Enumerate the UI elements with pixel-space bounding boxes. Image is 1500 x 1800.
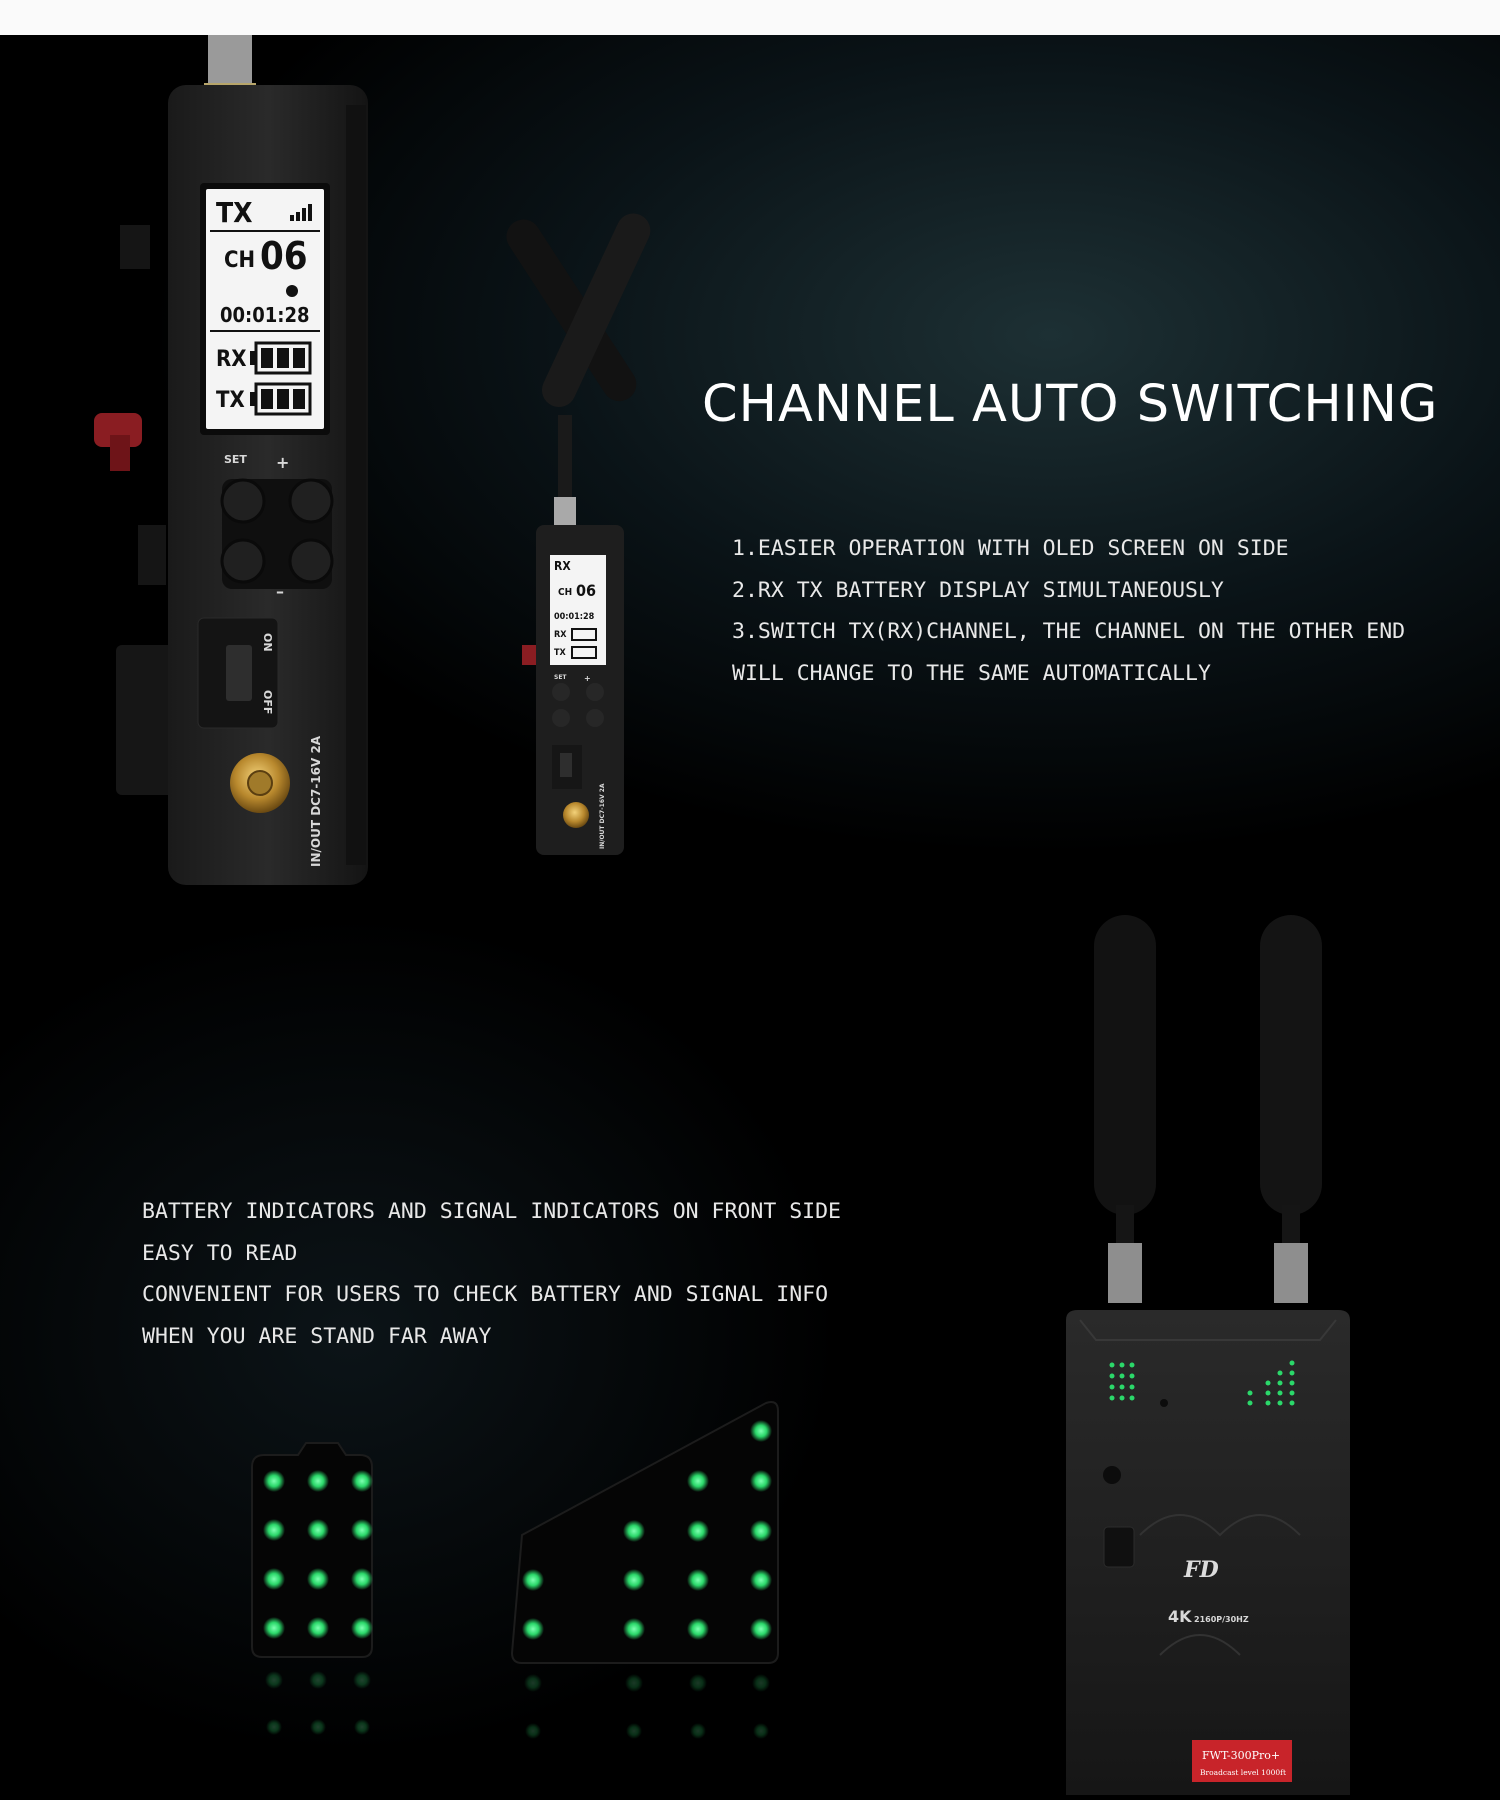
antenna-connector xyxy=(208,35,252,90)
switch-off-label: OFF xyxy=(261,690,274,714)
oled-channel-prefix: CH xyxy=(224,248,255,273)
rx-oled-timer: 00:01:28 xyxy=(554,612,595,622)
rx-power-spec-label: IN/OUT DC7-16V 2A xyxy=(599,783,606,849)
brand-logo: FD xyxy=(1183,1557,1219,1583)
feature-item: WILL CHANGE TO THE SAME AUTOMATICALLY xyxy=(732,660,1211,686)
signal-led-grid xyxy=(522,1420,772,1640)
section-title: CHANNEL AUTO SWITCHING xyxy=(702,375,1439,434)
model-name: FWT-300Pro+ xyxy=(1202,1749,1280,1762)
mount-hole xyxy=(1103,1466,1121,1484)
power-spec-label: IN/OUT DC7-16V 2A xyxy=(309,735,323,867)
signal-led-panel xyxy=(510,1401,779,1664)
battery-led-panel xyxy=(251,1442,373,1658)
battery-led-grid xyxy=(263,1470,373,1639)
indicator-line: CONVENIENT FOR USERS TO CHECK BATTERY AN… xyxy=(142,1282,829,1307)
model-subtitle: Broadcast level 1000ft xyxy=(1200,1768,1286,1777)
rx-oled-channel-number: 06 xyxy=(576,581,596,600)
oled-mode: TX xyxy=(216,196,253,229)
rx-oled-channel-prefix: CH xyxy=(558,587,572,598)
rx-power-connector[interactable] xyxy=(563,802,589,828)
resolution-detail-label: 2160P/30HZ xyxy=(1194,1615,1249,1624)
feature-item: 3.SWITCH TX(RX)CHANNEL, THE CHANNEL ON T… xyxy=(732,619,1406,644)
feature-item: 1.EASIER OPERATION WITH OLED SCREEN ON S… xyxy=(732,536,1289,561)
front-unit-body xyxy=(1066,1310,1350,1795)
plus-label: + xyxy=(276,453,289,472)
rx-unit-side-view: RX CH 06 00:01:28 RX TX SET + IN/OUT DC7… xyxy=(506,213,651,855)
indicator-line: WHEN YOU ARE STAND FAR AWAY xyxy=(142,1323,492,1349)
rx-oled-tx-label: TX xyxy=(554,648,567,658)
battery-indicator-closeup xyxy=(251,1442,373,1735)
oled-rx-label: RX xyxy=(216,347,247,372)
antenna-icon xyxy=(506,213,651,408)
antenna-icon xyxy=(1094,915,1322,1245)
oled-channel-number: 06 xyxy=(260,234,308,278)
battery-led-grid xyxy=(1109,1362,1135,1401)
top-white-strip xyxy=(0,0,1500,35)
front-unit-view: FD 4K 2160P/30HZ FWT-300Pro+ Broadcast l… xyxy=(1066,915,1350,1795)
power-switch[interactable] xyxy=(226,645,252,701)
led-reflection xyxy=(265,1671,371,1735)
rx-oled-rx-label: RX xyxy=(554,630,567,640)
rx-plus-button[interactable] xyxy=(586,683,604,701)
oled-timer: 00:01:28 xyxy=(220,303,310,327)
rx-power-switch[interactable] xyxy=(560,753,572,777)
rx-oled-mode: RX xyxy=(554,559,571,573)
oled-tx-label: TX xyxy=(216,388,245,413)
rx-plus-label: + xyxy=(584,674,591,683)
signal-strength-icon xyxy=(290,204,312,221)
rx-down-button[interactable] xyxy=(552,709,570,727)
set-button[interactable] xyxy=(220,478,266,524)
minus-button[interactable] xyxy=(288,538,334,584)
indicator-description: BATTERY INDICATORS AND SIGNAL INDICATORS… xyxy=(142,1191,841,1357)
rx-minus-button[interactable] xyxy=(586,709,604,727)
signal-led-grid xyxy=(1247,1360,1295,1406)
product-canvas: CHANNEL AUTO SWITCHING 1.EASIER OPERATIO… xyxy=(0,35,1500,1800)
led-reflection xyxy=(524,1674,770,1739)
tx-battery-icon xyxy=(250,382,312,416)
indicator-line: BATTERY INDICATORS AND SIGNAL INDICATORS… xyxy=(142,1199,841,1224)
plus-button[interactable] xyxy=(288,478,334,524)
tx-unit-side-view: TX CH 06 00:01:28 RX TX SET + – xyxy=(94,35,368,885)
signal-indicator-closeup xyxy=(510,1401,779,1739)
switch-on-label: ON xyxy=(261,633,274,652)
minus-label: – xyxy=(276,582,284,601)
rx-set-button[interactable] xyxy=(552,683,570,701)
rx-battery-icon xyxy=(250,341,312,375)
feature-item: 2.RX TX BATTERY DISPLAY SIMULTANEOUSLY xyxy=(732,577,1224,603)
recording-dot-icon xyxy=(286,285,298,297)
set-label: SET xyxy=(224,453,247,466)
feature-list: 1.EASIER OPERATION WITH OLED SCREEN ON S… xyxy=(732,528,1405,694)
lock-knob-icon[interactable] xyxy=(94,413,142,471)
oled-screen xyxy=(206,189,324,429)
model-badge xyxy=(1192,1740,1292,1782)
indicator-line: EASY TO READ xyxy=(142,1240,298,1266)
rx-set-label: SET xyxy=(554,674,567,681)
resolution-label: 4K xyxy=(1168,1607,1192,1626)
down-button[interactable] xyxy=(220,538,266,584)
